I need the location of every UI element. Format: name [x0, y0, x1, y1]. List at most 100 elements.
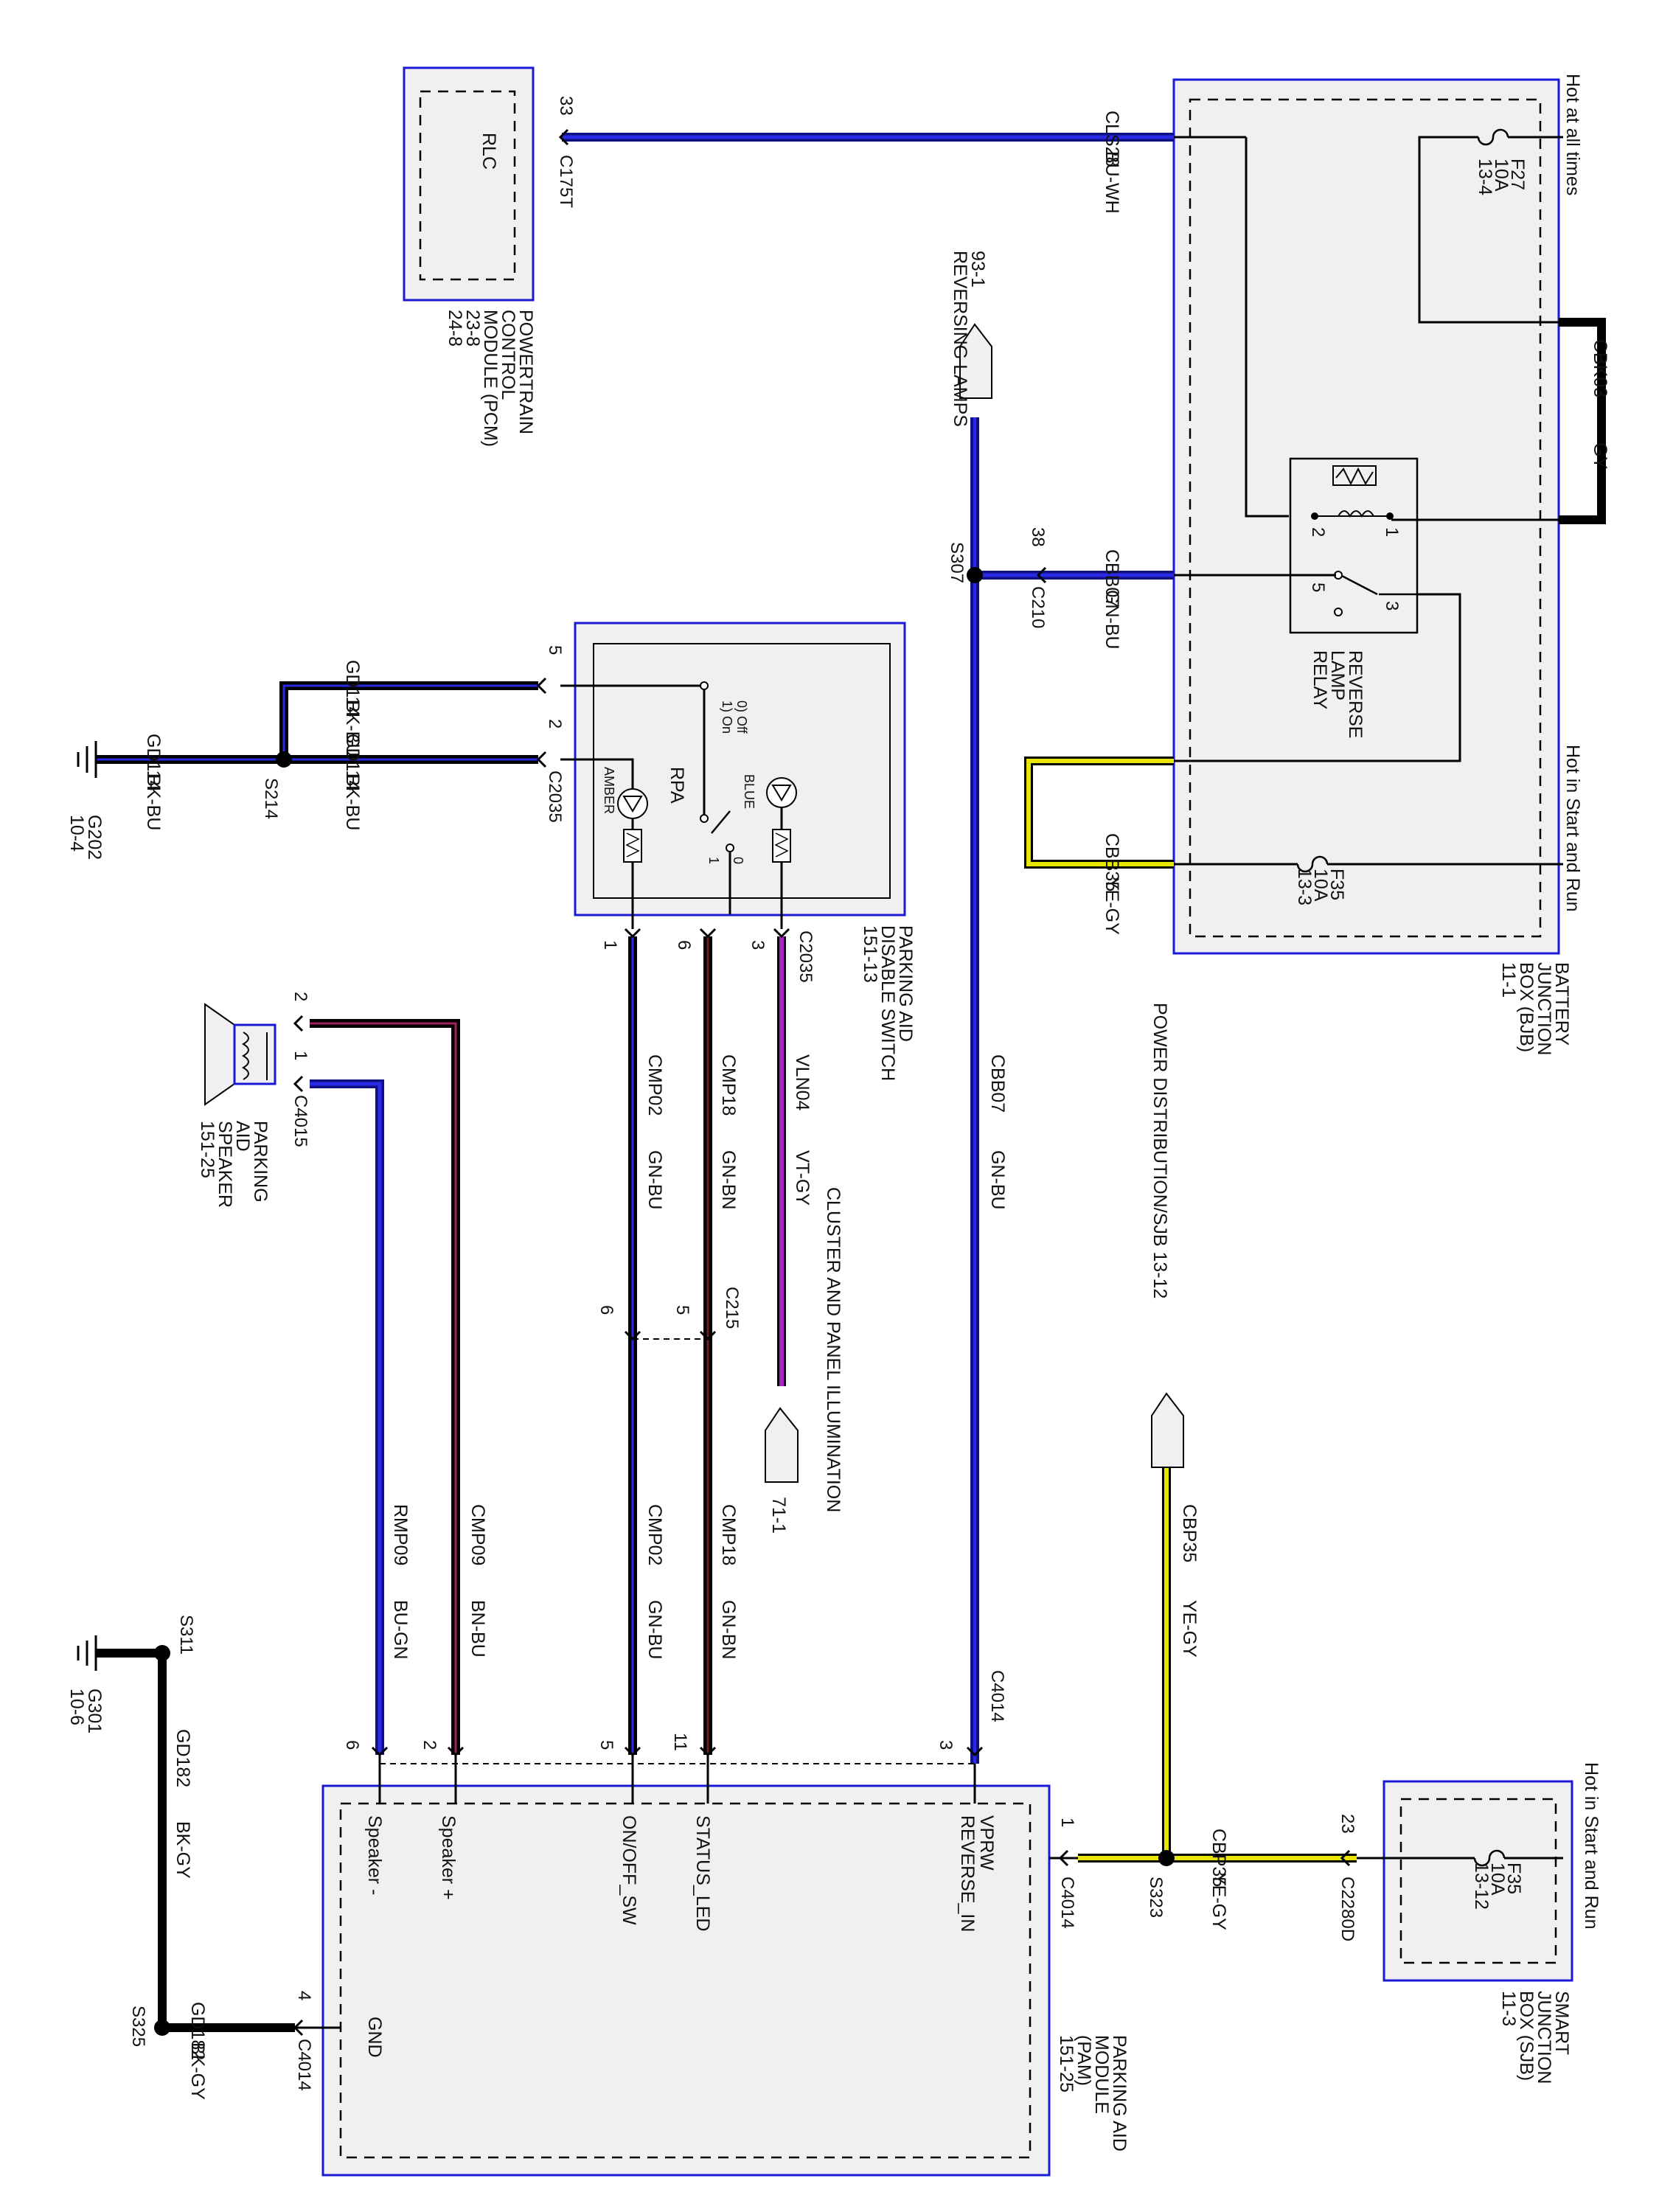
speaker-title-line-2: SPEAKER	[215, 1121, 235, 1208]
g202-label: G202	[84, 815, 105, 860]
reversing-lamps-label: REVERSING LAMPS	[950, 251, 970, 427]
bjb-title-line-3: 11-1	[1498, 962, 1519, 998]
pam-box	[321, 1784, 1051, 2177]
c4014-vprw-pin: 1	[1057, 1818, 1077, 1827]
c210-pin: 38	[1028, 527, 1048, 547]
cbk03-color: GY	[1590, 442, 1610, 469]
c2035-pin6: 6	[674, 940, 694, 950]
speaker-title-line-0: PARKING	[250, 1121, 271, 1203]
gd114-b-color: BK-BU	[342, 774, 363, 830]
g301-ref: 10-6	[66, 1688, 87, 1725]
rmp09-color: BU-GN	[390, 1600, 411, 1660]
cluster-illumination-arrow	[765, 1407, 799, 1483]
relay-pin-3: 3	[1382, 601, 1402, 611]
f27-line-2: 13-4	[1475, 159, 1495, 195]
c215-pin6: 6	[597, 1305, 616, 1315]
relay-title-line-0: REVERSE	[1345, 650, 1366, 738]
bjb-title-line-0: BATTERY	[1551, 962, 1572, 1046]
sjb-fuse-line-0: F35	[1503, 1863, 1524, 1894]
pcm-box	[403, 66, 535, 302]
c4014-vprw-label: C4014	[1057, 1877, 1077, 1929]
cbp35-h-color: YE-GY	[1208, 1873, 1229, 1930]
pam-speaker-minus: Speaker -	[364, 1815, 385, 1895]
c215-pin5: 5	[672, 1305, 692, 1315]
c210-label: C210	[1028, 586, 1048, 628]
pcm-title-line-4: 24-8	[445, 310, 465, 347]
vln04-color: VT-GY	[792, 1150, 813, 1206]
gd182-v-circuit: GD182	[173, 1729, 193, 1787]
f27-line-0: F27	[1507, 159, 1528, 190]
cmp09-circuit: CMP09	[467, 1504, 488, 1565]
gd114-a-circuit: GD114	[342, 660, 363, 717]
fuse-f27	[1477, 128, 1509, 146]
switch-rpa-label: RPA	[667, 767, 687, 804]
switch-blue-label: BLUE	[742, 774, 757, 809]
vln04-circuit: VLN04	[792, 1054, 813, 1111]
relay-title-line-1: LAMP	[1327, 650, 1348, 700]
splice-s307	[967, 567, 983, 583]
pam-title-line-3: 151-25	[1056, 2035, 1077, 2093]
pam-reverse-in: REVERSE_IN	[957, 1815, 978, 1932]
c2280d-label: C2280D	[1338, 1877, 1357, 1941]
c4015-label: C4015	[291, 1095, 310, 1147]
pam-vprw: VPRW	[976, 1815, 997, 1871]
c4014-pin3: 3	[936, 1740, 956, 1750]
cluster-illumination-label: CLUSTER AND PANEL ILLUMINATION	[823, 1187, 844, 1512]
rmp09-circuit: RMP09	[390, 1504, 411, 1565]
cbb35-color: YE-GY	[1102, 877, 1122, 935]
c2280d-pin: 23	[1338, 1814, 1357, 1834]
c4014-top-label: C4014	[987, 1670, 1007, 1722]
g202-ref: 10-4	[66, 815, 87, 852]
f27-line-1: 10A	[1491, 159, 1512, 192]
pam-title-line-1: MODULE	[1091, 2035, 1112, 2114]
c175t-pin: 33	[556, 96, 576, 116]
switch-title-line-1: DISABLE SWITCH	[877, 925, 898, 1081]
c2035-pin1: 1	[600, 940, 620, 950]
f35-bjb-line-1: 10A	[1310, 869, 1331, 902]
c4014-gnd-pin: 4	[294, 1991, 314, 2000]
cbp35-h-circuit: CBP35	[1208, 1829, 1229, 1887]
f35-bjb-line-2: 13-3	[1294, 869, 1315, 905]
cbp35-v-circuit: CBP35	[1179, 1504, 1200, 1562]
cmp02-b-circuit: CMP02	[644, 1504, 665, 1565]
gd114-a-color: BK-BU	[342, 700, 363, 757]
c4014-gnd-label: C4014	[294, 2039, 314, 2091]
c2035-b-label: C2035	[796, 931, 815, 983]
c2035-a-label: C2035	[545, 771, 565, 823]
s214-label: S214	[261, 778, 281, 819]
pcm-title-line-3: 23-8	[462, 310, 483, 347]
blue-led	[766, 777, 797, 863]
cmp18-b-circuit: CMP18	[718, 1504, 739, 1565]
speaker-pin-2: 2	[291, 992, 310, 1001]
sjb-box	[1382, 1780, 1573, 1982]
pcm-title-line-1: CONTROL	[498, 310, 518, 400]
c175t-label: C175T	[556, 155, 576, 208]
switch-on-label: 1) On	[720, 700, 734, 734]
switch-amber-label: AMBER	[602, 767, 616, 814]
g301-label: G301	[84, 1688, 105, 1733]
s311-label: S311	[176, 1615, 196, 1655]
gd114-b-circuit: GD114	[342, 734, 363, 790]
splice-s311	[154, 1645, 170, 1661]
pam-status-led: STATUS_LED	[692, 1815, 713, 1931]
wire-cbb35	[1024, 757, 1174, 869]
wire-rmp09	[310, 1079, 384, 1755]
switch-pos-0: 0	[731, 857, 745, 864]
cmp18-b-color: GN-BN	[718, 1600, 739, 1660]
cmp09-color: BN-BU	[467, 1600, 488, 1658]
switch-box	[574, 622, 906, 917]
relay-title-line-2: RELAY	[1310, 650, 1330, 709]
cls28-circuit: CLS28	[1102, 111, 1122, 167]
cmp02-color: GN-BU	[644, 1150, 665, 1210]
wire-gd114	[96, 681, 538, 764]
reversing-lamps-ref: 93-1	[967, 251, 988, 288]
bjb-title-line-1: JUNCTION	[1534, 962, 1554, 1055]
c2035-pin3: 3	[748, 940, 768, 950]
cbb35-circuit: CBB35	[1102, 833, 1122, 891]
s325-label: S325	[128, 2006, 148, 2047]
s307-label: S307	[947, 542, 967, 583]
c4014-pin2: 2	[420, 1740, 439, 1750]
bjb-title-line-2: BOX (BJB)	[1516, 962, 1537, 1052]
wire-gd182	[96, 1649, 295, 2032]
bjb-hot-all-times: Hot at all times	[1562, 74, 1583, 195]
